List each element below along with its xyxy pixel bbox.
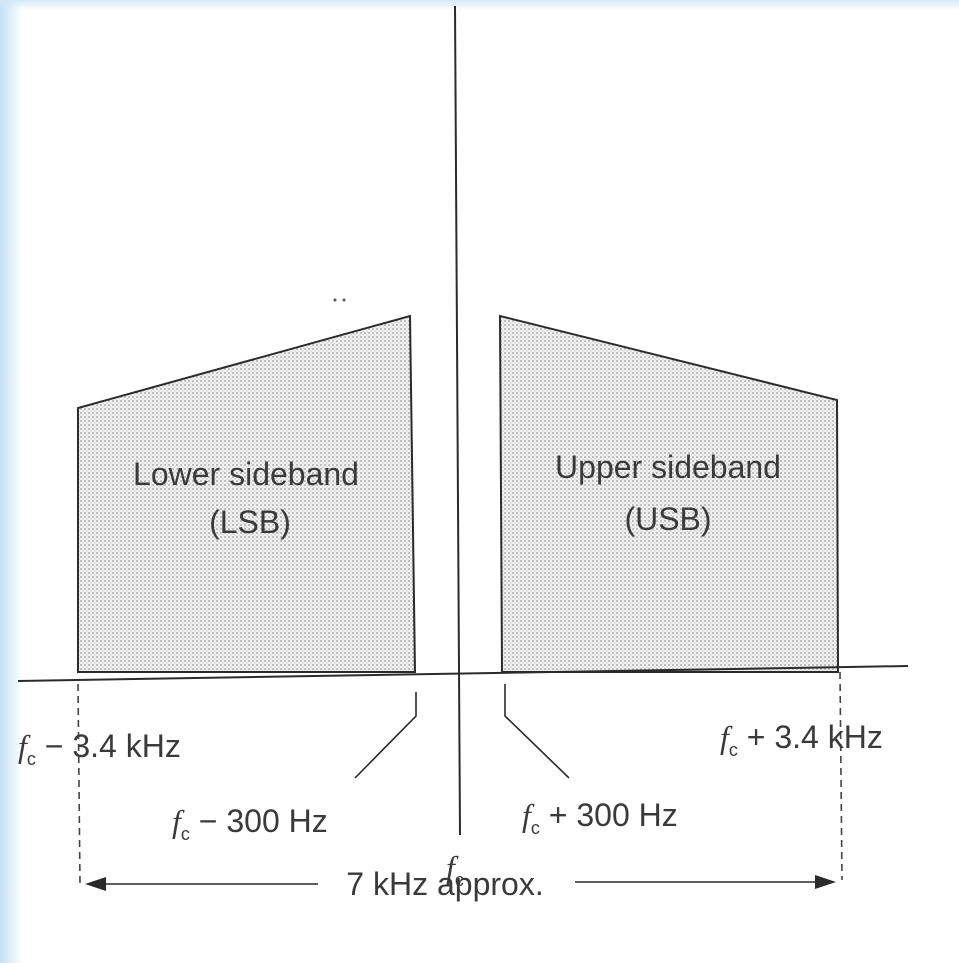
frequency-axis [17,665,909,682]
label-fc-minus-3-4khz: fc − 3.4 kHz [18,728,181,769]
frame-tint-left [0,0,22,963]
leader-fc-minus-300 [354,692,417,779]
carrier-line [454,5,461,836]
label-fc-plus-300hz: fc + 300 Hz [522,797,678,838]
label-fc-plus-3-4khz: fc + 3.4 kHz [720,719,883,760]
usb-title: Upper sideband [555,449,781,485]
lsb-title: Lower sideband [133,456,359,492]
bandwidth-arrow-right-head [815,875,836,889]
upper-sideband-shape [498,314,840,673]
dash-right [839,671,843,881]
bandwidth-arrow-left-head [85,877,106,891]
bandwidth-label: 7 kHz approx. [346,866,543,902]
label-fc-minus-300hz: fc − 300 Hz [172,803,328,844]
lsb-abbrev: (LSB) [209,504,291,540]
frame-tint-top [0,0,959,10]
leader-fc-plus-300 [504,684,570,779]
usb-abbrev: (USB) [624,501,711,537]
speck-dot [333,298,337,302]
speck-dot [342,298,346,302]
lower-sideband-shape [77,314,417,673]
dash-left [77,683,81,886]
